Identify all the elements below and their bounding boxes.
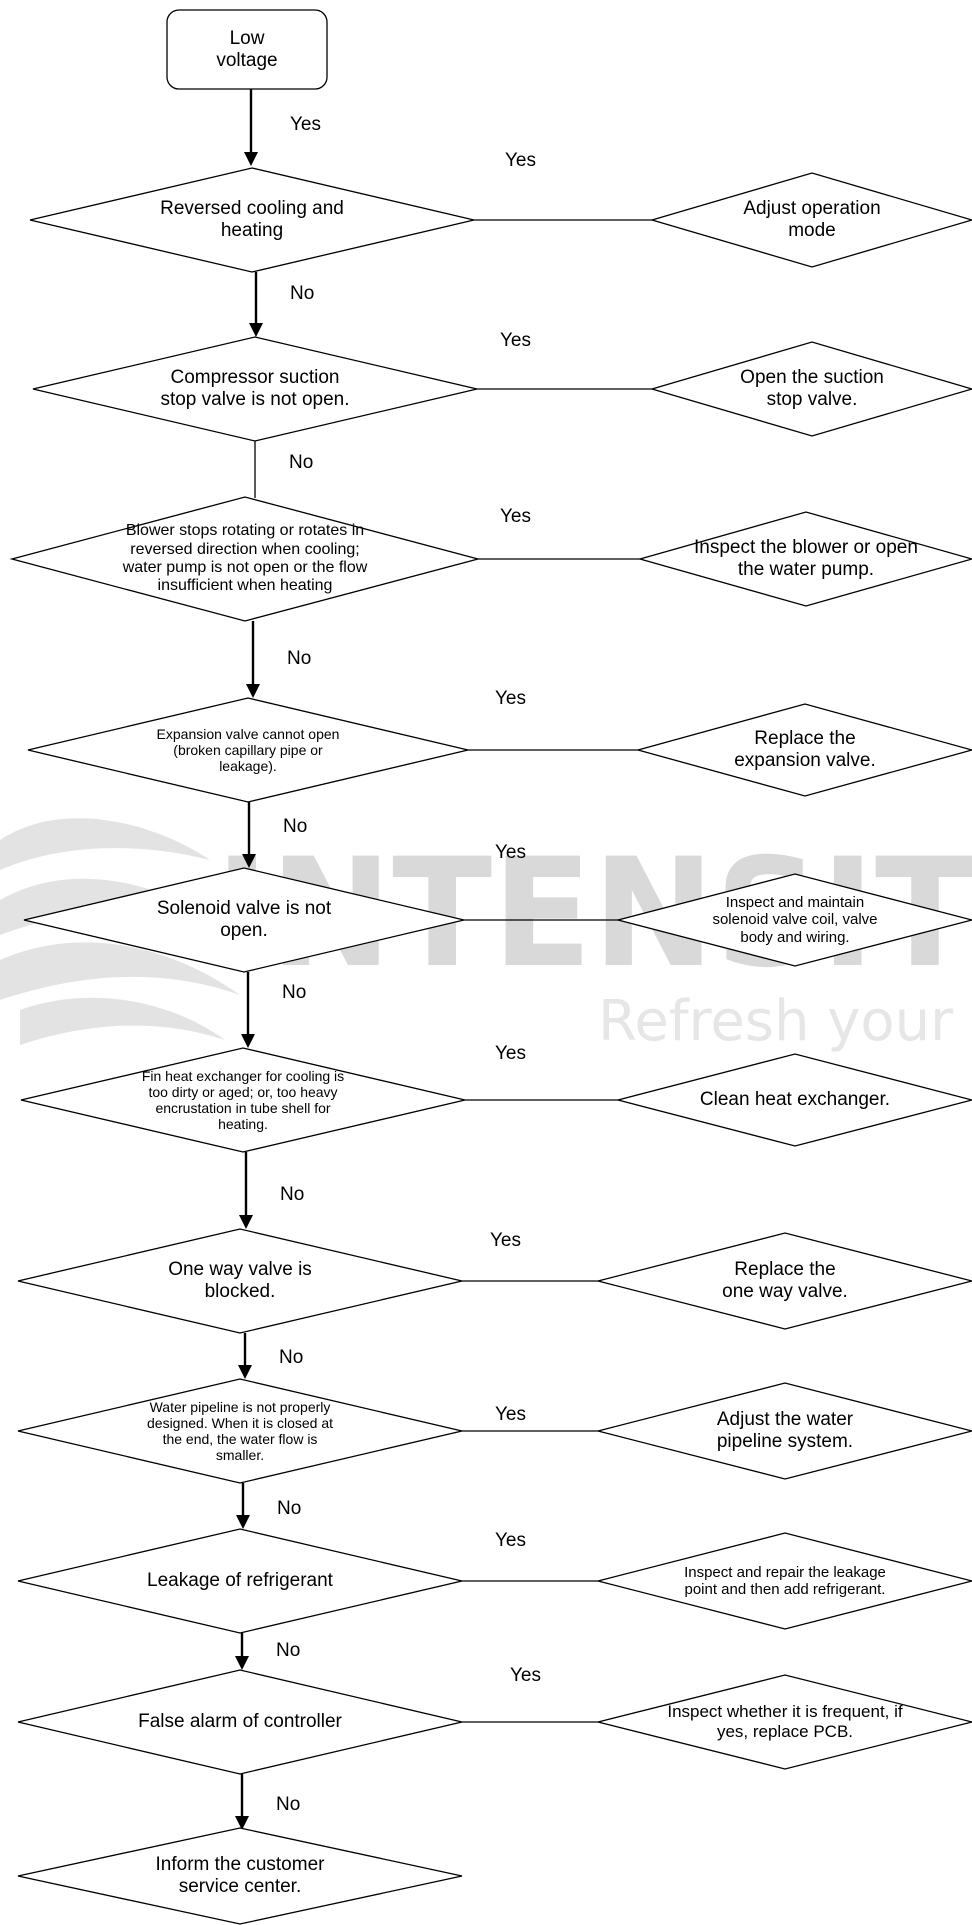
yes-label-4: Yes	[495, 688, 526, 709]
no-label-8: No	[277, 1498, 302, 1519]
yes-label-2: Yes	[500, 330, 531, 351]
yes-label-7: Yes	[490, 1230, 521, 1251]
end-label: Inform the customer service center.	[155, 1854, 325, 1897]
action-label-10: Inspect whether it is frequent, if yes, …	[667, 1702, 903, 1741]
action-label-4: Replace the expansion valve.	[734, 728, 876, 771]
no-label-5: No	[282, 982, 307, 1003]
no-arrow-10-head	[235, 1816, 249, 1830]
no-label-3: No	[287, 648, 312, 669]
condition-label-9: Leakage of refrigerant	[147, 1570, 333, 1592]
action-label-5: Inspect and maintain solenoid valve coil…	[712, 894, 878, 946]
condition-label-1: Reversed cooling and heating	[160, 198, 344, 241]
no-label-1: No	[290, 283, 315, 304]
no-arrow-6-head	[239, 1215, 253, 1229]
action-label-8: Adjust the water pipeline system.	[716, 1409, 854, 1452]
no-label-9: No	[276, 1640, 301, 1661]
action-diamond-1	[649, 172, 972, 268]
no-arrow-4-head	[242, 854, 256, 868]
action-diamond-2	[649, 341, 972, 437]
condition-label-8: Water pipeline is not properly designed.…	[147, 1398, 333, 1464]
watermark-wave-3	[20, 997, 225, 1045]
action-diamond-6	[615, 1053, 972, 1147]
action-label-1: Adjust operation mode	[743, 198, 881, 241]
action-diamond-9	[597, 1532, 972, 1630]
action-diamond-7	[597, 1232, 972, 1330]
condition-label-5: Solenoid valve is not open.	[156, 898, 332, 941]
yes-label-10: Yes	[510, 1665, 541, 1686]
start-label: Low voltage	[216, 28, 278, 71]
no-arrow-5-head	[241, 1034, 255, 1048]
condition-label-3: Blower stops rotating or rotates in reve…	[122, 522, 368, 595]
condition-label-2: Compressor suction stop valve is not ope…	[160, 367, 350, 410]
no-arrow-3-head	[246, 684, 260, 698]
start-yes-label: Yes	[290, 114, 321, 135]
no-label-7: No	[279, 1347, 304, 1368]
action-diamond-3	[637, 511, 972, 607]
watermark-wave-0	[0, 818, 210, 870]
action-label-6: Clean heat exchanger.	[699, 1089, 891, 1111]
yes-label-3: Yes	[500, 506, 531, 527]
action-diamond-4	[635, 703, 972, 797]
watermark-wave-2	[0, 942, 240, 1000]
watermark-tagline: Refresh your	[598, 989, 954, 1054]
condition-label-4: Expansion valve cannot open (broken capi…	[156, 725, 340, 775]
no-label-2: No	[289, 452, 314, 473]
action-diamond-5	[615, 873, 972, 967]
condition-label-10: False alarm of controller	[138, 1711, 342, 1733]
yes-label-1: Yes	[505, 150, 536, 171]
end-diamond	[17, 1827, 463, 1925]
no-arrow-9-head	[235, 1656, 249, 1670]
no-label-10: No	[276, 1794, 301, 1815]
action-label-9: Inspect and repair the leakage point and…	[684, 1563, 886, 1598]
yes-label-8: Yes	[495, 1404, 526, 1425]
start-arrow-head	[244, 152, 258, 166]
no-arrow-8-head	[236, 1515, 250, 1529]
yes-label-5: Yes	[495, 842, 526, 863]
no-label-6: No	[280, 1184, 305, 1205]
action-diamond-10	[597, 1674, 972, 1770]
action-diamond-8	[597, 1382, 972, 1480]
no-arrow-7-head	[238, 1365, 252, 1379]
action-label-2: Open the suction stop valve.	[740, 367, 884, 410]
condition-label-7: One way valve is blocked.	[168, 1259, 312, 1302]
action-label-3: Inspect the blower or open the water pum…	[694, 537, 918, 580]
condition-label-6: Fin heat exchanger for cooling is too di…	[141, 1067, 345, 1133]
no-label-4: No	[283, 816, 308, 837]
yes-label-6: Yes	[495, 1043, 526, 1064]
yes-label-9: Yes	[495, 1530, 526, 1551]
action-label-7: Replace the one way valve.	[722, 1259, 848, 1302]
no-arrow-1-head	[249, 323, 263, 337]
start-box	[166, 9, 328, 90]
